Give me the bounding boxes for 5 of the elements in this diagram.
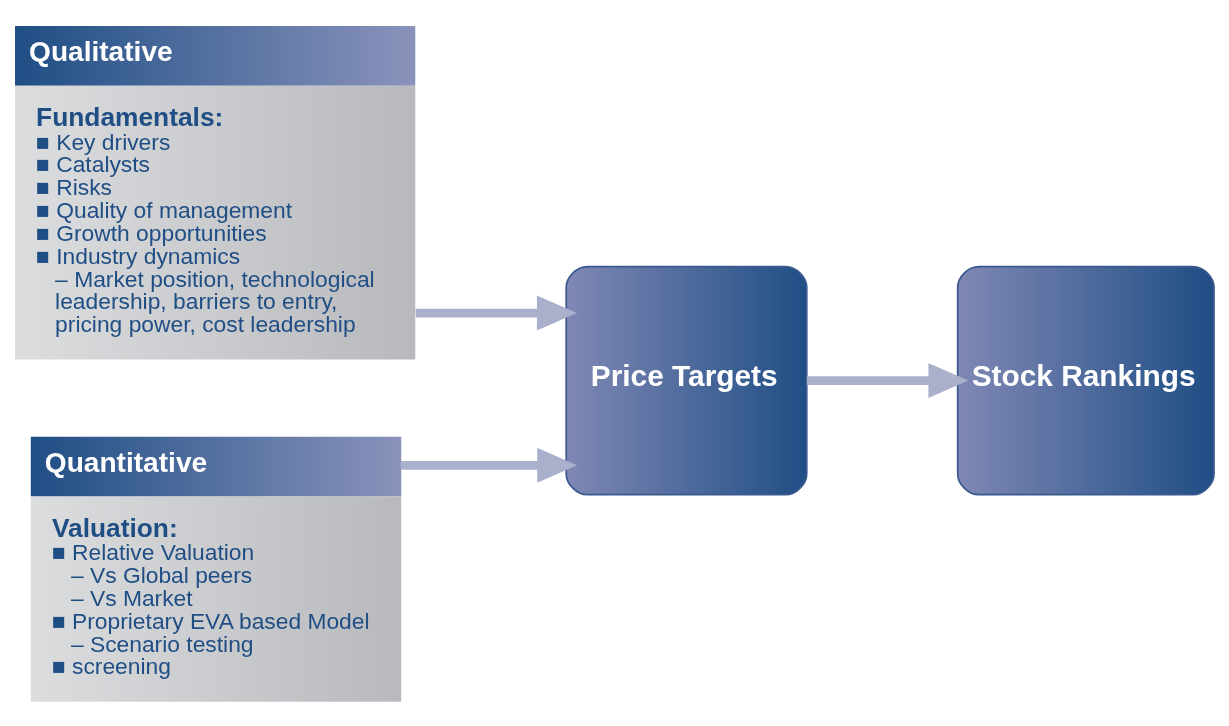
arrow xyxy=(806,362,969,398)
arrow xyxy=(415,295,577,330)
arrow xyxy=(400,447,578,483)
node-box: Stock Rankings xyxy=(956,265,1215,496)
node-box: Price Targets xyxy=(565,265,808,496)
